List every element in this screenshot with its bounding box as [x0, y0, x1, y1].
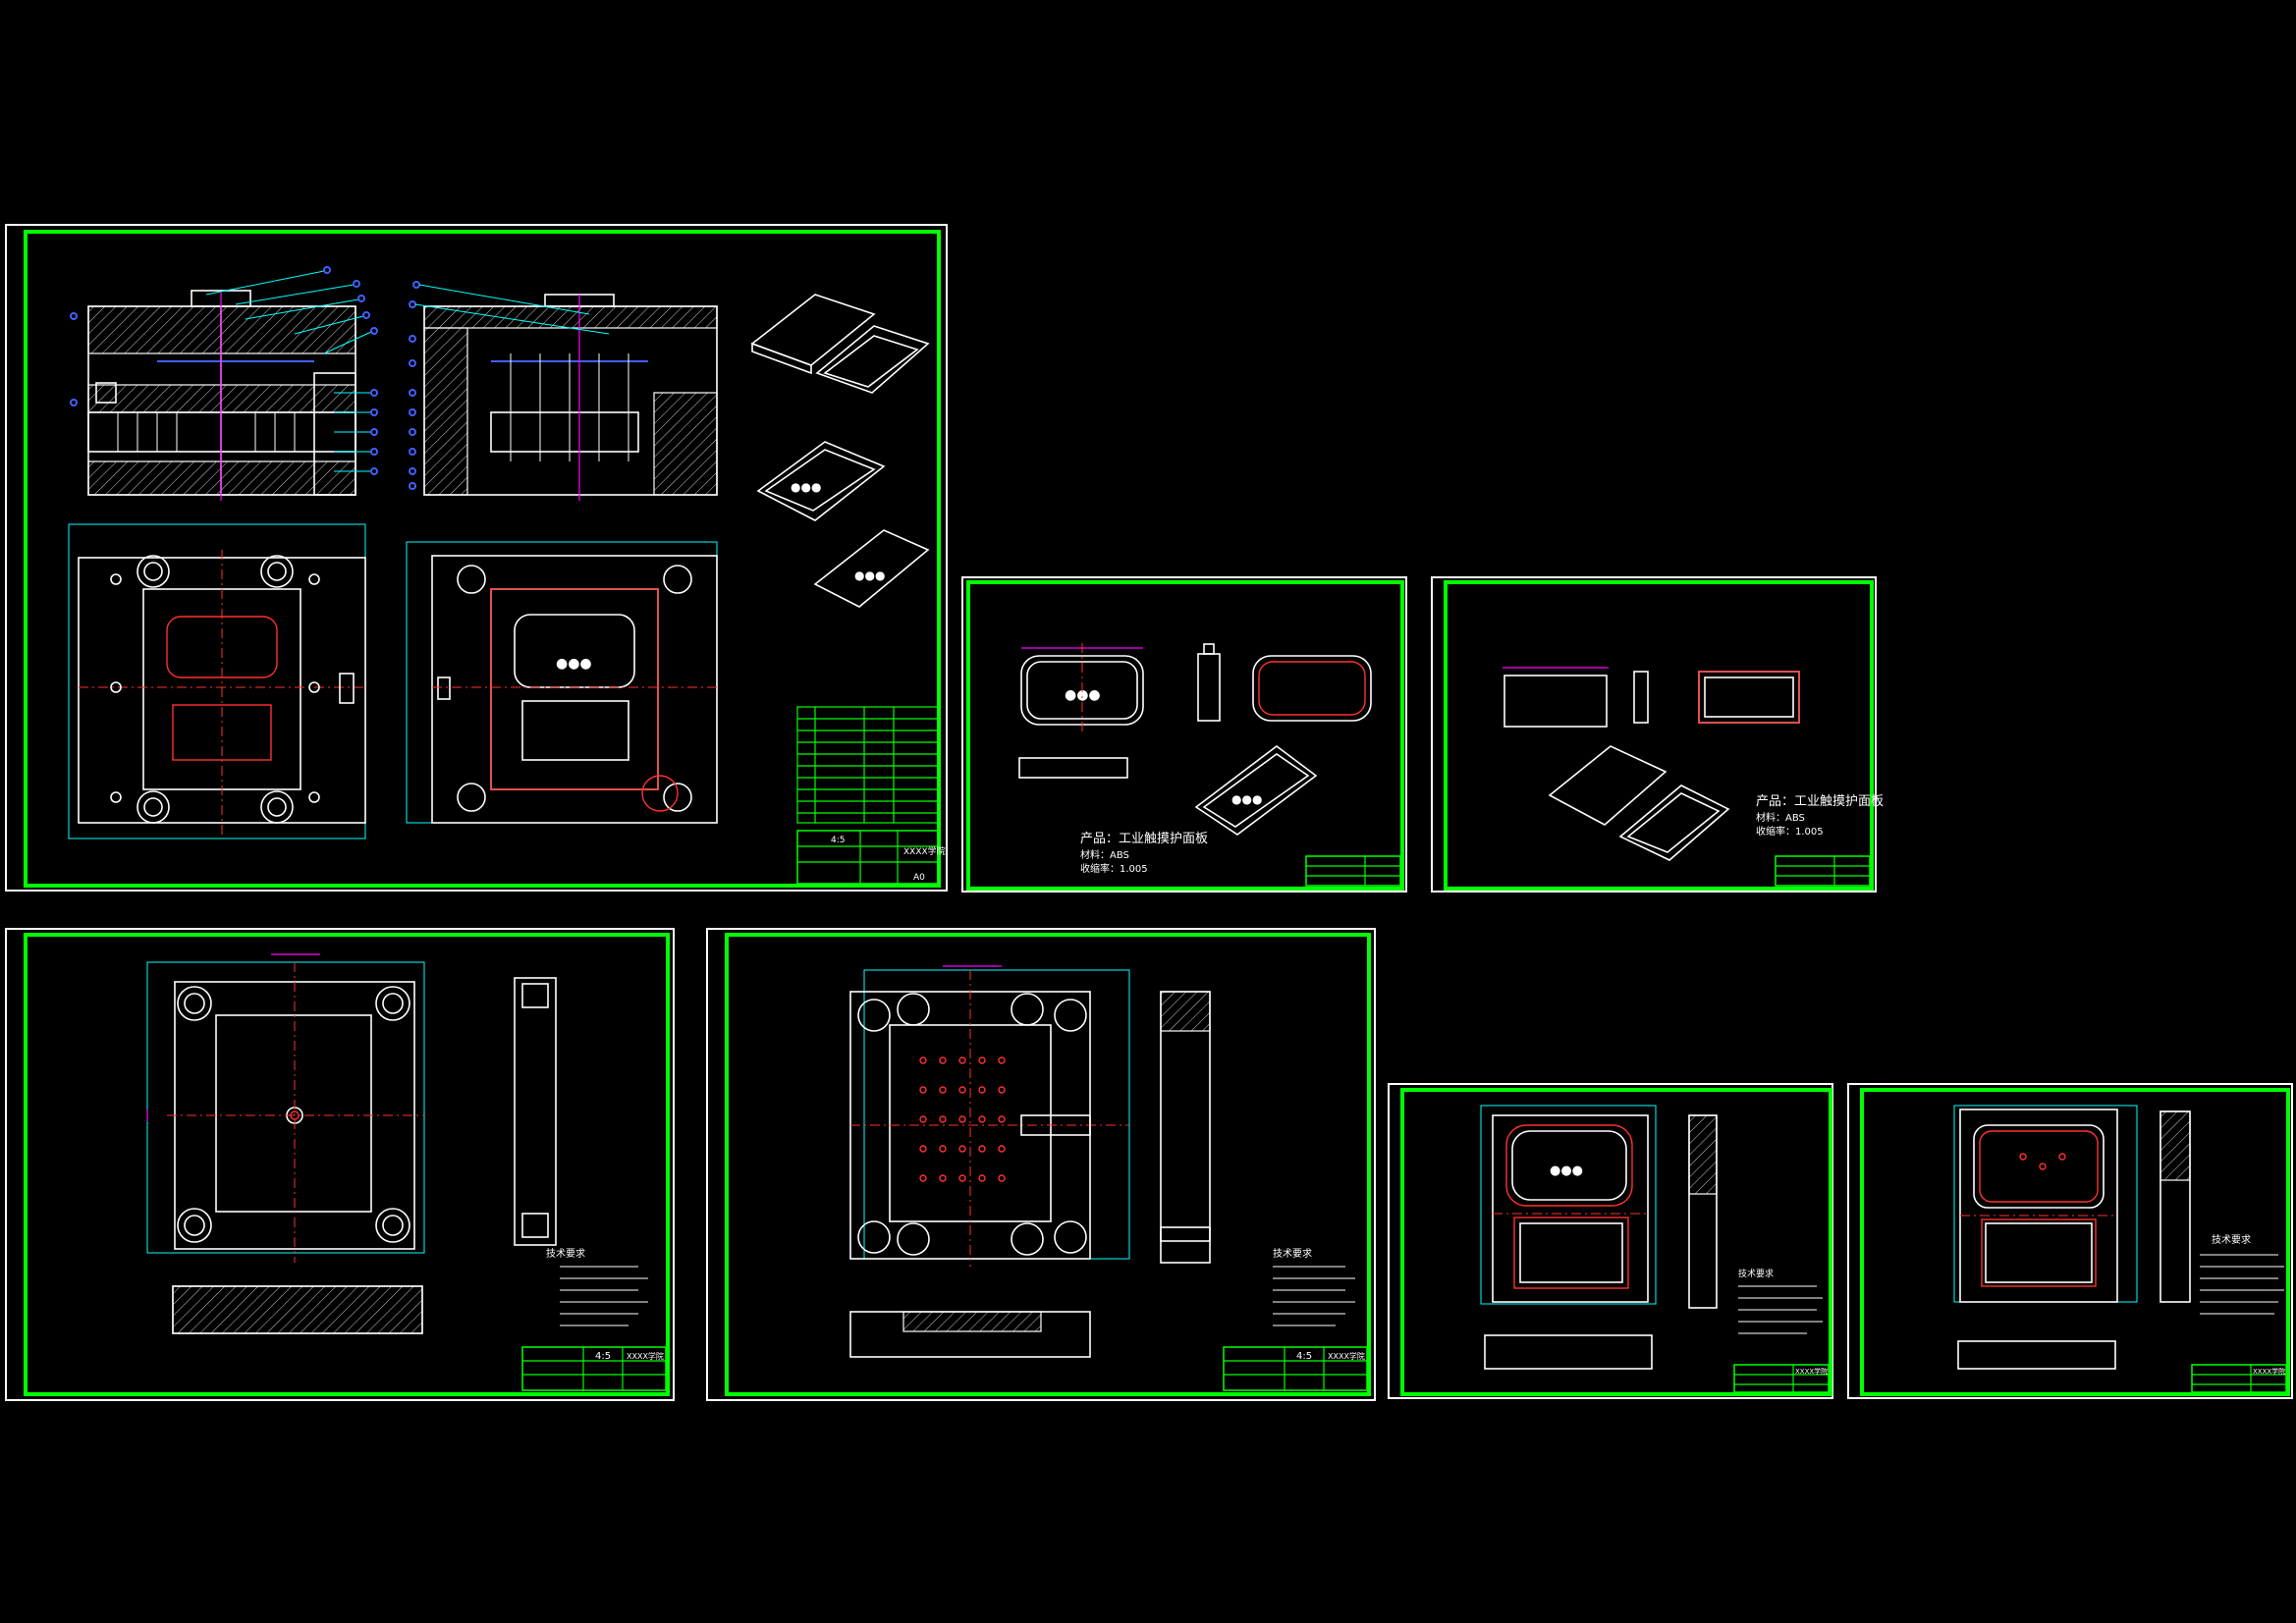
- cavity1-dots: ●●●: [1550, 1163, 1583, 1178]
- product-a-name: 产品：工业触摸护面板: [1080, 832, 1208, 846]
- fixed-plan-dots: ●●●: [556, 656, 592, 672]
- plate2-company: XXXX学院: [1328, 1351, 1365, 1361]
- sheet-product-b[interactable]: 产品：工业触摸护面板 材料：ABS 收缩率：1.005: [1431, 576, 1884, 893]
- assembly-plan-moving: [68, 523, 366, 839]
- product-a-iso-dots: ●●●: [1231, 792, 1262, 806]
- plate2-scale: 4:5: [1296, 1351, 1312, 1362]
- assembly-scale: 4:5: [831, 836, 845, 845]
- plate2-notes-heading: 技术要求: [1273, 1247, 1312, 1260]
- product-b-material: 材料：ABS: [1756, 811, 1805, 824]
- sheet-product-a[interactable]: ●●● ●●● 产品：工业触摸护面板 材料：ABS 收缩率：1.005: [961, 576, 1407, 893]
- assembly-front-section: [87, 290, 356, 501]
- sheet-plate-1[interactable]: 技术要求 4:5 XXXX学院: [5, 928, 675, 1401]
- sheet-assembly[interactable]: ●●● ●●● ●●●: [5, 224, 948, 892]
- product-b-shrink: 收缩率：1.005: [1756, 825, 1824, 838]
- assembly-balloons-side: [409, 281, 610, 490]
- product-a-material: 材料：ABS: [1080, 848, 1129, 861]
- cavity2-notes-heading: 技术要求: [2212, 1233, 2251, 1246]
- product-b-name: 产品：工业触摸护面板: [1756, 794, 1884, 809]
- assembly-title-block: XXXX学院 4:5 A0: [796, 830, 946, 885]
- assembly-company: XXXX学院: [903, 845, 946, 857]
- assembly-plan-fixed: ●●●: [406, 541, 718, 824]
- assembly-balloons-front: [70, 266, 378, 475]
- plate1-notes-heading: 技术要求: [546, 1247, 585, 1260]
- product-a-shrink: 收缩率：1.005: [1080, 862, 1148, 875]
- cavity1-company: XXXX学院: [1795, 1367, 1828, 1376]
- assembly-iso-views: ●●● ●●●: [750, 294, 930, 608]
- sheet-plate-2[interactable]: 技术要求 4:5 XXXX学院: [706, 928, 1376, 1401]
- plate1-scale: 4:5: [595, 1351, 611, 1362]
- product-a-dots: ●●●: [1065, 687, 1101, 703]
- cavity2-company: XXXX学院: [2253, 1367, 2285, 1376]
- assembly-side-section: [423, 294, 718, 501]
- iso-dots-2: ●●●: [854, 568, 885, 582]
- assembly-bom-table: [796, 706, 940, 824]
- cavity1-notes-heading: 技术要求: [1738, 1268, 1774, 1279]
- assembly-drawing-no: A0: [913, 873, 925, 883]
- plate1-company: XXXX学院: [627, 1351, 664, 1361]
- sheet-cavity-1[interactable]: ●●● 技术要求 XXXX学院: [1388, 1083, 1833, 1399]
- sheet-cavity-2[interactable]: 技术要求 XXXX学院: [1847, 1083, 2293, 1399]
- iso-dots-1: ●●●: [791, 480, 821, 494]
